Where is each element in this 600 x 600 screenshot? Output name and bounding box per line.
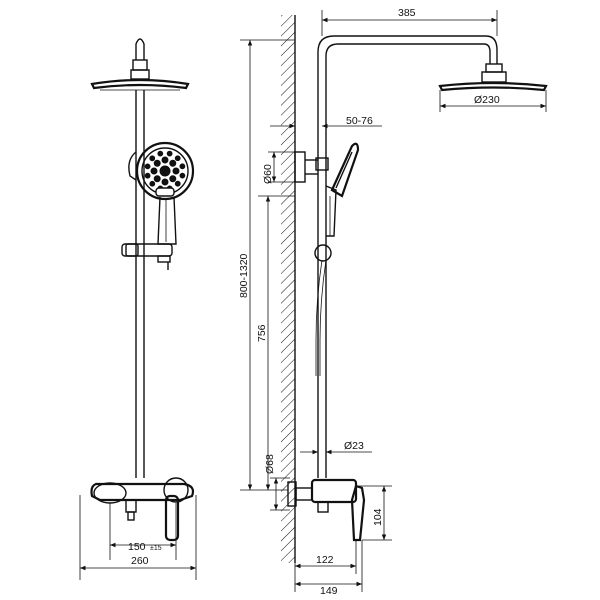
dim-mixer-height: 104 (356, 485, 392, 541)
wall-bracket-front (128, 151, 137, 181)
dim-head-diameter-value: Ø230 (474, 94, 500, 106)
dim-pipe-diameter: Ø23 (300, 440, 372, 455)
dim-wall-distance-value: 50-76 (346, 115, 373, 127)
head-connector (132, 59, 148, 71)
dim-total-width: 260 (79, 495, 197, 580)
dim-bracket-diameter-value: Ø60 (262, 164, 274, 184)
dim-wall-distance: 50-76 (270, 115, 382, 129)
dim-projection-mixer: 122 (295, 540, 357, 574)
dim-projection-total: 149 (294, 540, 363, 597)
dim-centers: 150 ±15 (109, 503, 177, 560)
mixer-side (287, 478, 366, 542)
slide-holder-side (314, 244, 332, 262)
mixer-front (90, 477, 195, 542)
dim-arm-length: 385 (321, 7, 498, 36)
dim-projection-mixer-value: 122 (316, 554, 334, 566)
wall-bracket-side (294, 151, 306, 183)
dim-centers-value: 150 (128, 541, 146, 553)
hose-side (315, 259, 323, 376)
dim-base-diameter-value: Ø68 (264, 454, 276, 474)
dim-base-diameter: Ø68 (264, 454, 290, 511)
front-view: 150 ±15 260 (79, 38, 197, 580)
dim-rail-height-value: 756 (256, 324, 268, 342)
dim-total-width-value: 260 (131, 555, 149, 567)
head-nut (130, 69, 150, 80)
hand-shower-side (325, 142, 360, 237)
wall-hatch (281, 15, 295, 563)
dim-mixer-height-value: 104 (372, 508, 384, 526)
rain-head-front (90, 78, 190, 90)
dim-bracket-diameter: Ø60 (262, 151, 295, 184)
slide-holder-front (121, 243, 173, 270)
dim-centers-tolerance: ±15 (150, 545, 162, 552)
dim-pipe-diameter-value: Ø23 (344, 440, 364, 452)
dim-projection-total-value: 149 (320, 585, 338, 597)
dim-head-diameter: Ø230 (439, 90, 547, 112)
dim-height-range: 800-1320 (238, 39, 295, 491)
riser-and-arm (317, 35, 498, 478)
dim-rail-height: 756 (256, 195, 295, 490)
hand-shower-front (135, 141, 195, 245)
riser-top-tip (135, 38, 145, 60)
rain-head-side (438, 81, 548, 92)
dim-arm-length-value: 385 (398, 7, 416, 19)
side-view: 385 Ø230 50-76 Ø60 800-1320 (238, 7, 548, 597)
dim-height-range-value: 800-1320 (238, 253, 250, 298)
